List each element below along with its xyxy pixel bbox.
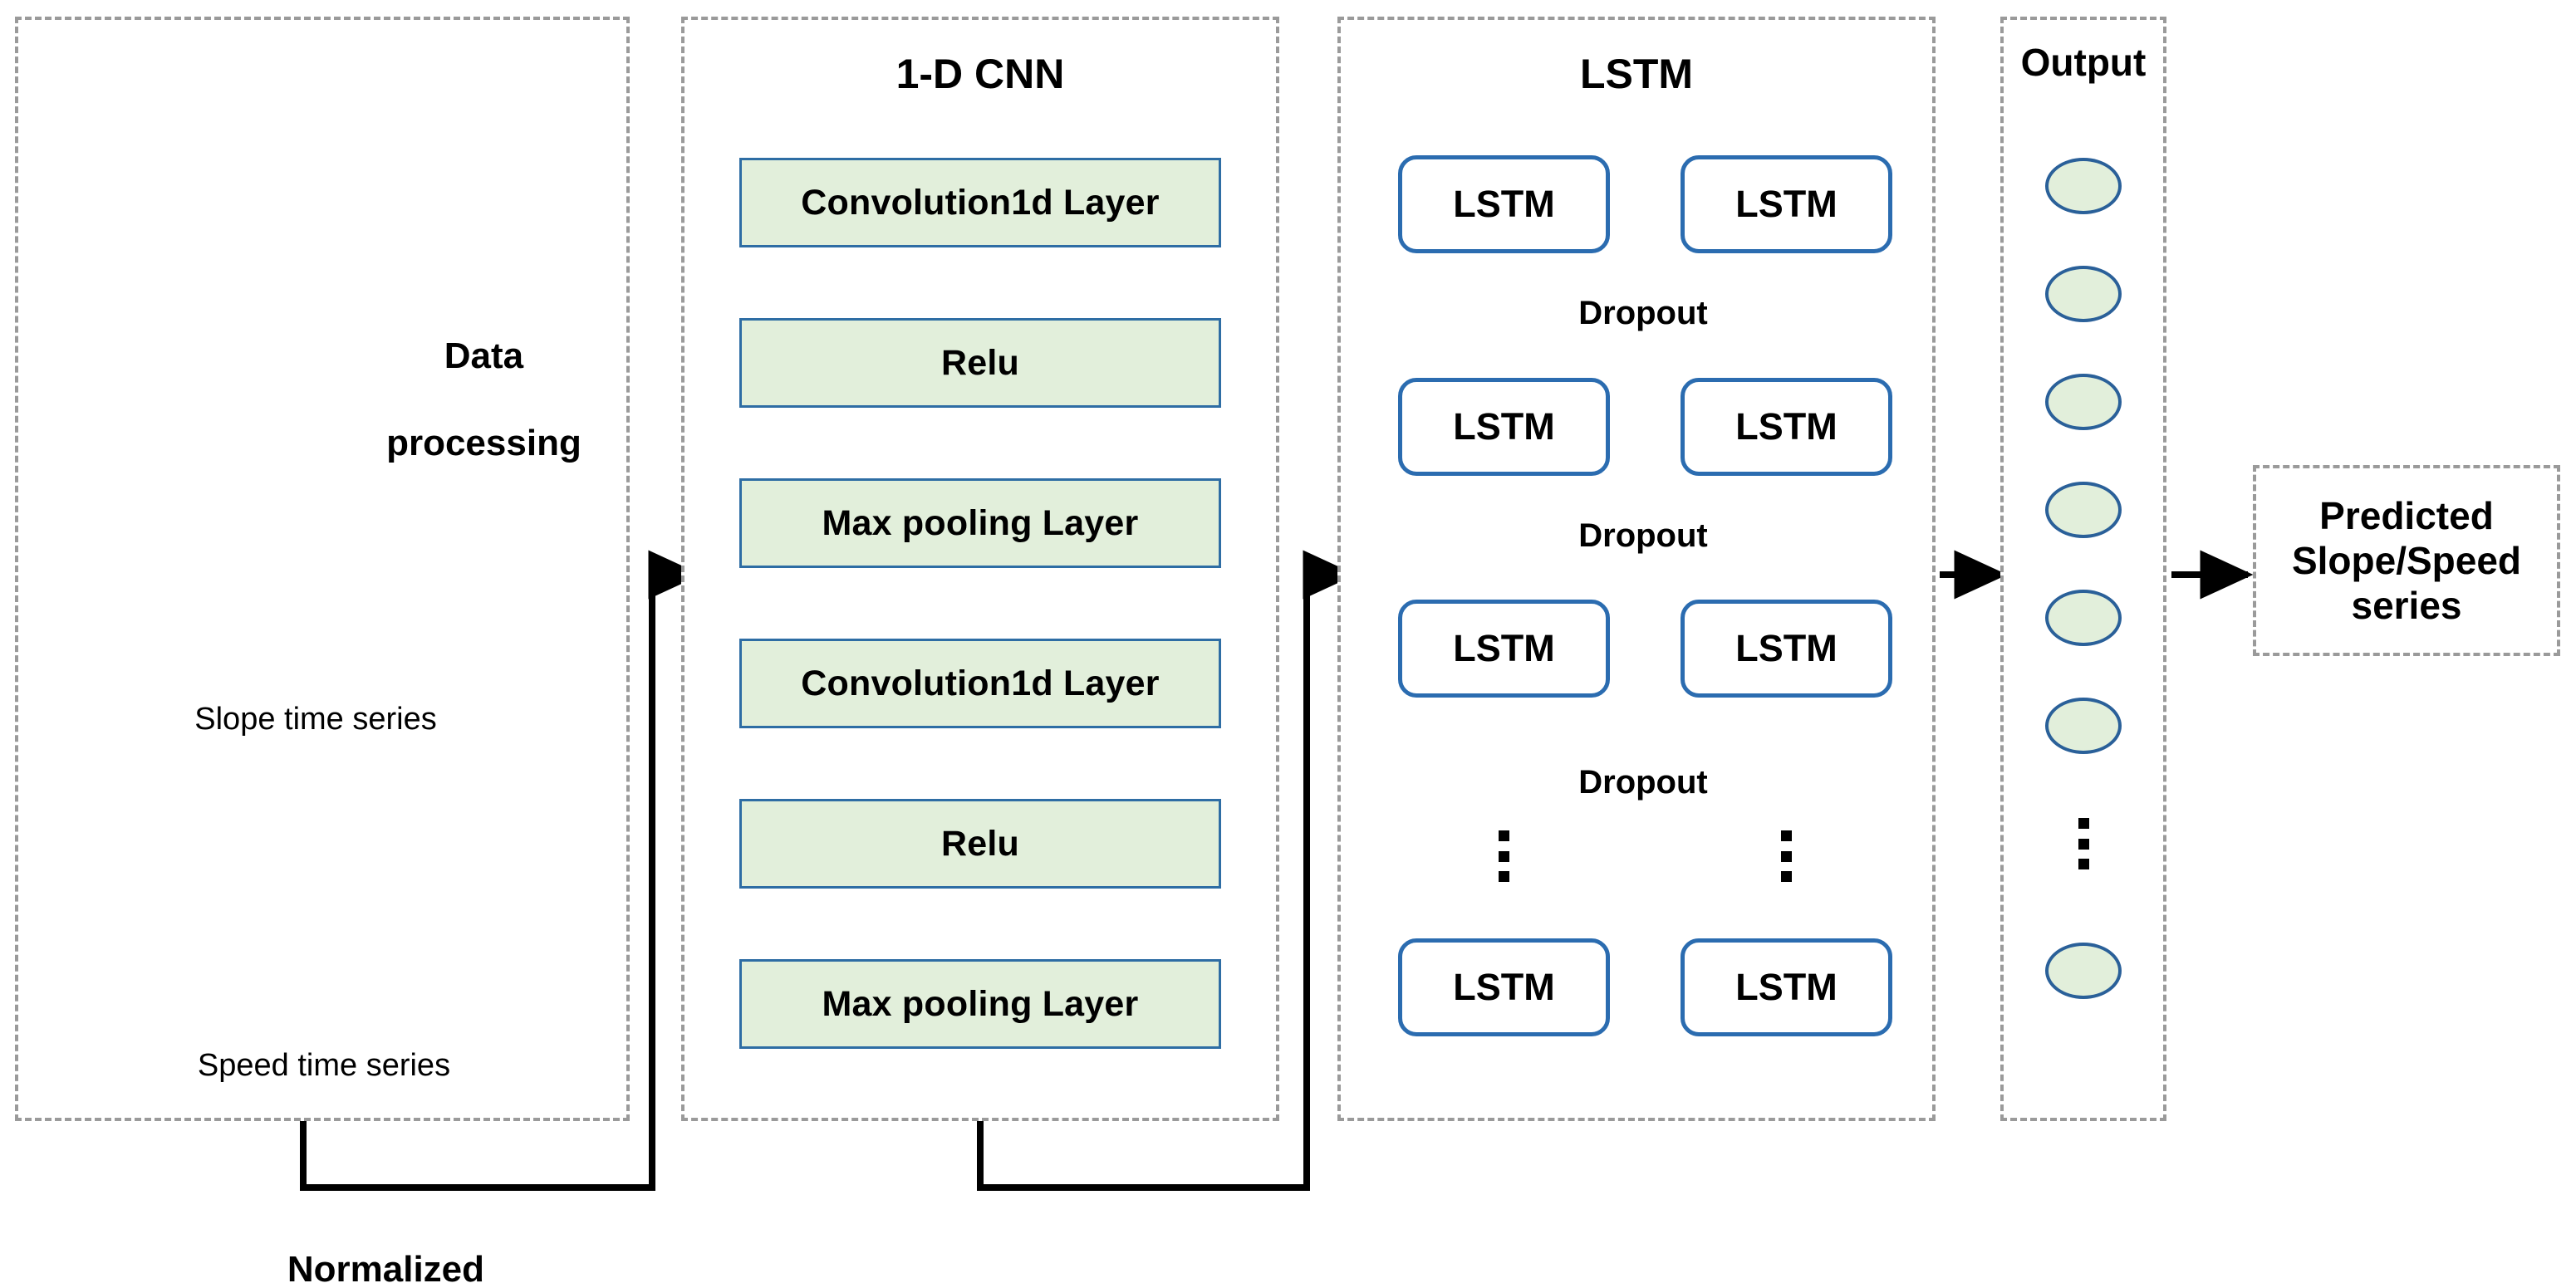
data-processing-label: Data processing [339,291,588,510]
panel-title-lstm: LSTM [1579,51,1694,97]
prediction-box: Predicted Slope/Speed series [2253,465,2560,656]
output-node-2[interactable] [2045,266,2122,322]
lstm-cell-r4c1[interactable]: LSTM [1398,938,1610,1036]
lstm-cell-r3c2[interactable]: LSTM [1681,600,1892,698]
panel-input [15,17,630,1121]
prediction-line1: Predicted [2319,493,2494,537]
lstm-cell-r3c1[interactable]: LSTM [1398,600,1610,698]
dropout-label-1: Dropout [1578,295,1708,331]
lstm-cell-r4c2[interactable]: LSTM [1681,938,1892,1036]
output-node-1[interactable] [2045,158,2122,214]
panel-title-cnn: 1-D CNN [895,51,1065,97]
data-processing-line1: Data [444,335,524,376]
dropout-label-2: Dropout [1578,517,1708,554]
output-node-7[interactable] [2045,943,2122,999]
lstm-right-ellipsis-icon [1780,830,1792,882]
output-node-6[interactable] [2045,698,2122,754]
output-node-5[interactable] [2045,590,2122,646]
dropout-label-3: Dropout [1578,764,1708,801]
lstm-cell-r2c2[interactable]: LSTM [1681,378,1892,476]
lstm-cell-r1c2[interactable]: LSTM [1681,155,1892,253]
output-ellipsis-icon [2078,818,2089,869]
prediction-line3: series [2351,584,2462,628]
cnn-block-relu2[interactable]: Relu [739,799,1221,889]
lstm-left-ellipsis-icon [1498,830,1509,882]
cnn-block-relu1[interactable]: Relu [739,318,1221,408]
lstm-cell-r1c1[interactable]: LSTM [1398,155,1610,253]
cnn-block-maxpool1[interactable]: Max pooling Layer [739,478,1221,568]
slope-chart-caption: Slope time series [194,702,437,737]
prediction-line2: Slope/Speed [2291,538,2522,582]
output-node-3[interactable] [2045,374,2122,430]
output-node-4[interactable] [2045,482,2122,538]
data-processing-line2: processing [386,423,581,464]
speed-chart-caption: Speed time series [197,1048,451,1083]
cnn-block-conv1[interactable]: Convolution1d Layer [739,158,1221,247]
lstm-cell-r2c1[interactable]: LSTM [1398,378,1610,476]
cnn-block-maxpool2[interactable]: Max pooling Layer [739,959,1221,1049]
cnn-block-conv2[interactable]: Convolution1d Layer [739,639,1221,728]
normalized-preprocessing-label: Normalized preprocessing [224,1202,507,1288]
panel-title-output: Output [2020,41,2147,84]
normalized-line1: Normalized [287,1248,485,1288]
